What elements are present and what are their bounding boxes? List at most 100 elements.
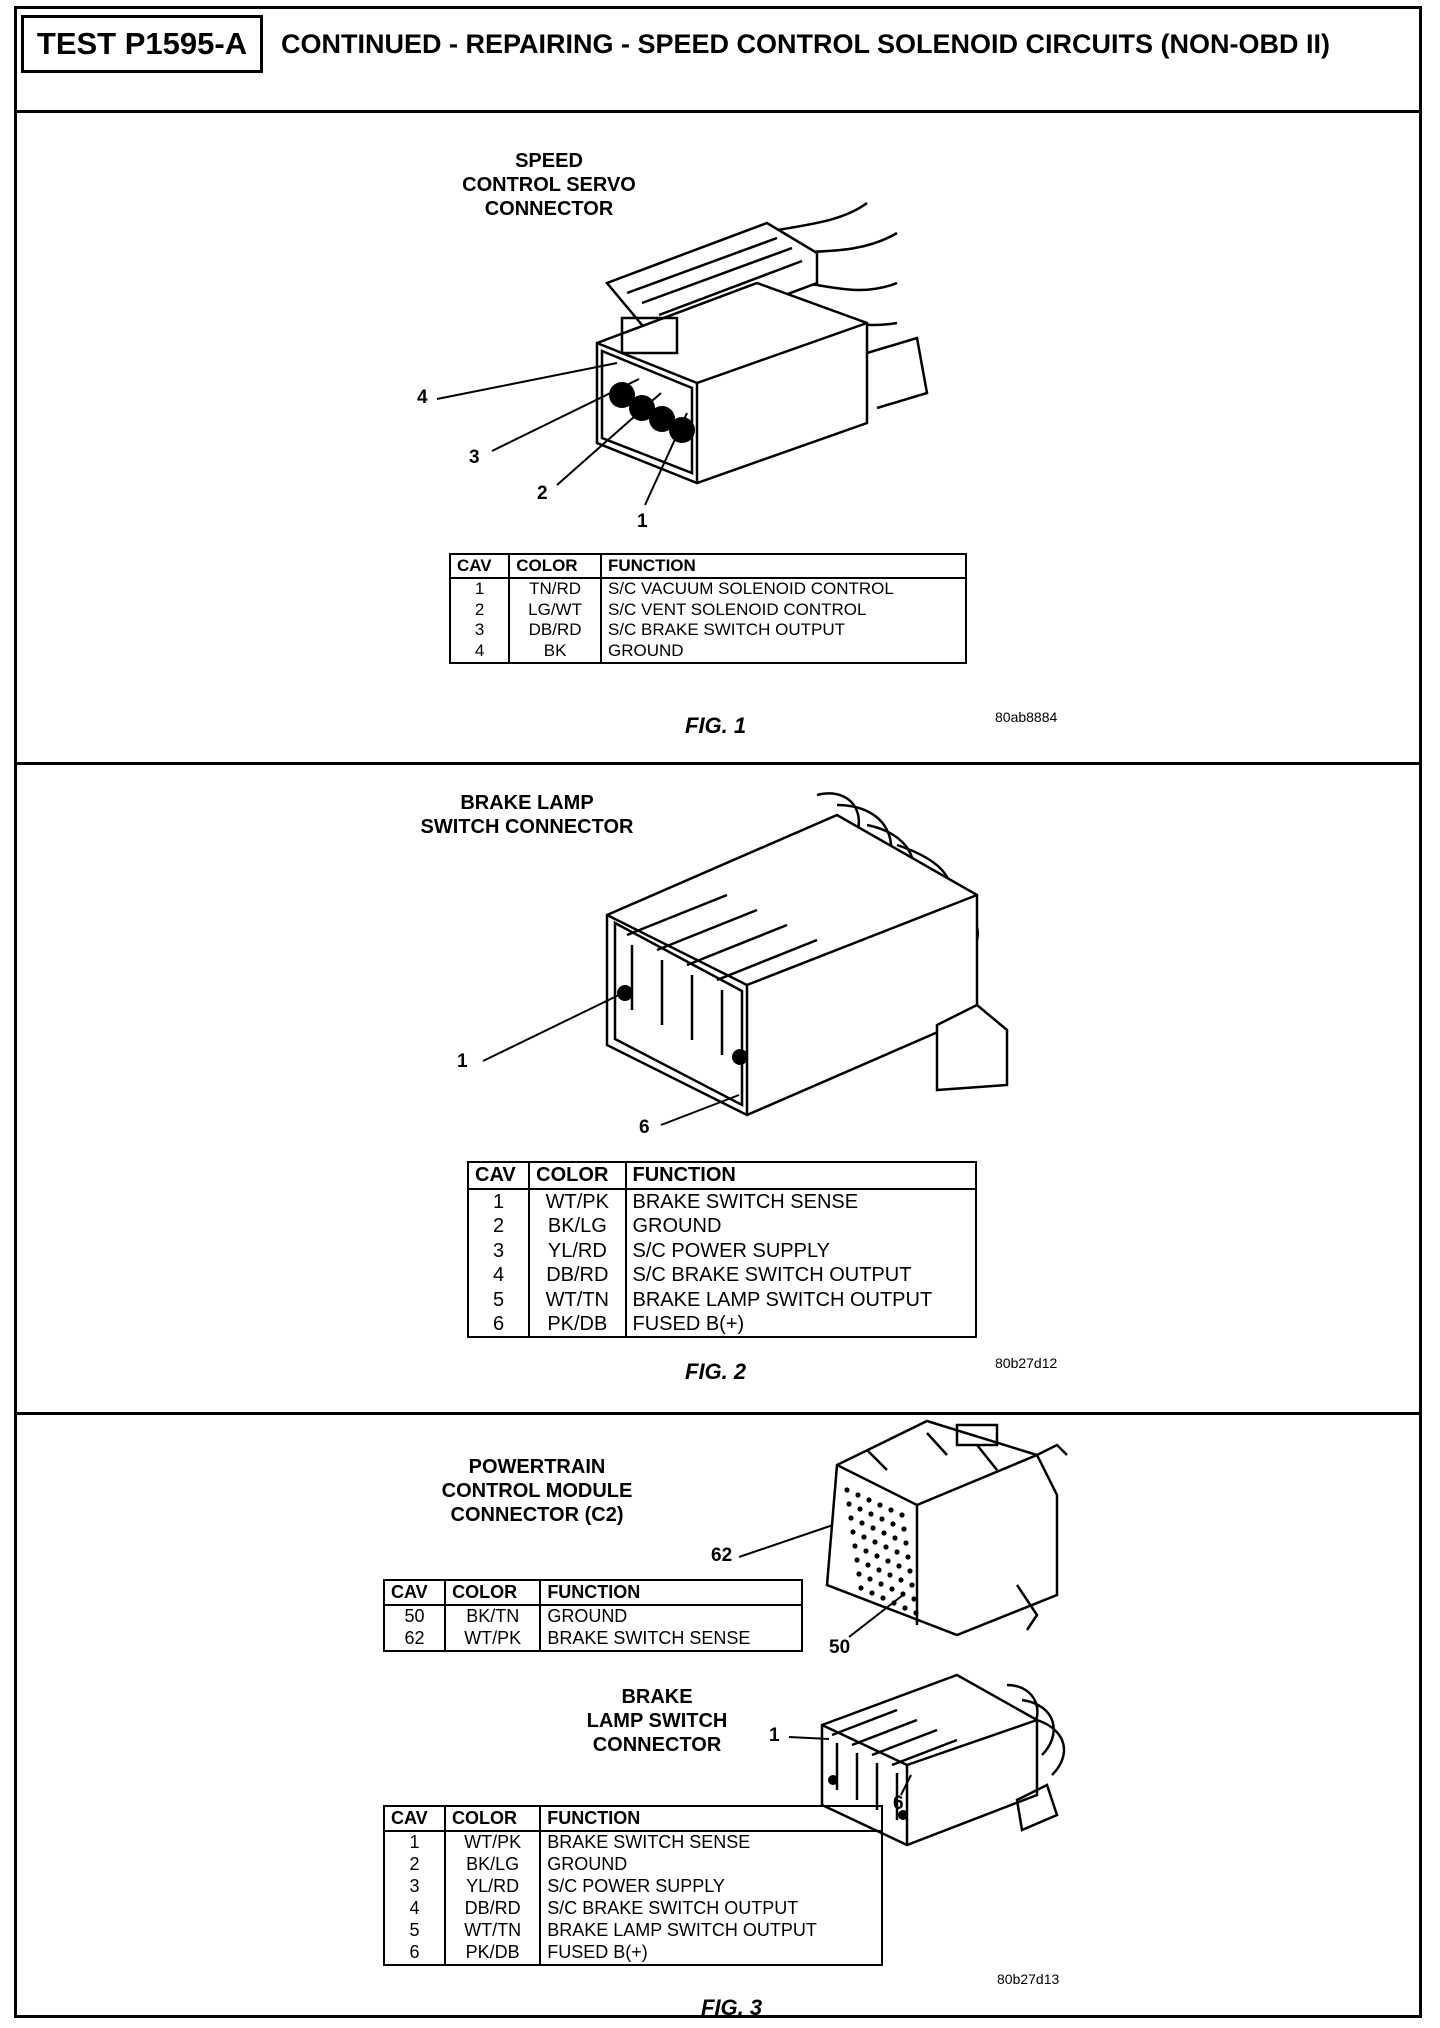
page-frame: TEST P1595-A CONTINUED - REPAIRING - SPE…: [14, 6, 1422, 2020]
label-line: CONNECTOR: [592, 1734, 722, 1756]
servo-callout-4: 4: [417, 387, 428, 408]
label-line: POWERTRAIN: [468, 1456, 606, 1478]
pcm-pin: [850, 1529, 856, 1535]
column-header: COLOR: [509, 554, 602, 579]
brake-lamp-connector-label-2: BRAKE LAMP SWITCH CONNECTOR: [537, 1685, 777, 1757]
figure-2-caption: FIG. 2: [685, 1359, 747, 1384]
pcm-connector-drawing: [825, 1419, 1068, 1637]
color-cell: BK/TN: [445, 1605, 542, 1628]
color-cell: BK/LG: [445, 1853, 542, 1876]
pcm-pin: [880, 1595, 886, 1601]
pcm-pin-grid: [844, 1487, 919, 1616]
figure-3-code: 80b27d13: [997, 1971, 1060, 1987]
cav-cell: 2: [384, 1853, 447, 1876]
column-header: CAV: [384, 1806, 447, 1832]
figure-3-panel: POWERTRAIN CONTROL MODULE CONNECTOR (C2): [17, 1415, 1419, 2020]
figure-3-caption: FIG. 3: [701, 1995, 763, 2020]
function-cell: BRAKE SWITCH SENSE: [547, 1627, 751, 1648]
pcm-pin: [911, 1596, 917, 1602]
figure-2-panel: BRAKE LAMP SWITCH CONNECTOR: [17, 765, 1419, 1415]
cav-cell: 5: [384, 1919, 447, 1942]
table-header-row: CAV COLOR FUNCTION: [384, 1580, 802, 1606]
column-header: CAV: [450, 554, 511, 579]
column-header: COLOR: [529, 1162, 627, 1190]
pcm-pin: [870, 1525, 876, 1531]
label-line: CONNECTOR (C2): [450, 1504, 624, 1526]
pcm-pin: [881, 1530, 887, 1536]
figure-1-code: 80ab8884: [995, 709, 1058, 725]
function-cell: GROUND: [632, 1215, 722, 1238]
pcm-pin: [903, 1540, 909, 1546]
function-cell: BRAKE LAMP SWITCH OUTPUT: [547, 1919, 817, 1940]
pcm-pin: [869, 1590, 875, 1596]
pcm-pin: [888, 1507, 894, 1513]
pcm-pin: [879, 1516, 885, 1522]
pcm-pin: [883, 1544, 889, 1550]
pcm-pin: [868, 1511, 874, 1517]
color-cell: DB/RD: [529, 1263, 627, 1288]
servo-leader-lines: [436, 362, 688, 506]
cav-cell: 3: [450, 620, 511, 642]
pcm-pin: [876, 1567, 882, 1573]
servo-callout-3: 3: [469, 447, 480, 468]
function-cell: S/C VACUUM SOLENOID CONTROL: [607, 579, 894, 598]
cav-cell: 1: [468, 1189, 531, 1215]
brake-lamp-small-callout-6: 6: [893, 1793, 904, 1814]
pcm-pin: [902, 1605, 908, 1611]
pcm-pin: [844, 1487, 850, 1493]
column-header: COLOR: [445, 1580, 542, 1606]
figure-1-panel: SPEED CONTROL SERVO CONNECTOR: [17, 113, 1419, 765]
color-cell: WT/PK: [445, 1831, 542, 1854]
pcm-pin: [867, 1576, 873, 1582]
column-header: FUNCTION: [600, 554, 966, 579]
function-cell: S/C BRAKE SWITCH OUTPUT: [547, 1897, 799, 1918]
pcm-pin: [852, 1543, 858, 1549]
cav-cell: 3: [468, 1238, 531, 1264]
cav-cell: 2: [450, 599, 511, 621]
color-cell: PK/DB: [445, 1941, 542, 1965]
color-cell: YL/RD: [529, 1238, 627, 1264]
pcm-leader-lines: [738, 1524, 904, 1638]
cav-cell: 1: [384, 1831, 447, 1854]
color-cell: TN/RD: [509, 578, 602, 600]
figure-2-code: 80b27d12: [995, 1355, 1058, 1371]
cav-cell: 1: [450, 578, 511, 600]
label-line: SPEED: [515, 150, 583, 172]
pcm-pin: [859, 1520, 865, 1526]
function-cell: S/C POWER SUPPLY: [632, 1239, 830, 1262]
brake-lamp-small-leader-lines: [788, 1736, 912, 1796]
pcm-pin: [858, 1585, 864, 1591]
function-cell: FUSED B(+): [632, 1312, 745, 1335]
pcm-callout-50: 50: [829, 1637, 851, 1658]
table-header-row: CAV COLOR FUNCTION: [384, 1806, 882, 1832]
pcm-connector-label: POWERTRAIN CONTROL MODULE CONNECTOR (C2): [417, 1455, 657, 1527]
pcm-pin: [866, 1497, 872, 1503]
brake-lamp-callout-6: 6: [639, 1117, 650, 1138]
test-id: TEST P1595-A: [21, 15, 263, 73]
table-header-row: CAV COLOR FUNCTION: [450, 554, 966, 579]
cav-cell: 2: [468, 1214, 531, 1239]
color-cell: DB/RD: [445, 1897, 542, 1920]
servo-connector-label: SPEED CONTROL SERVO CONNECTOR: [429, 149, 669, 221]
color-cell: WT/PK: [529, 1189, 627, 1215]
cav-cell: 6: [468, 1311, 531, 1338]
function-cell: BRAKE SWITCH SENSE: [632, 1191, 859, 1213]
function-cell: GROUND: [547, 1853, 628, 1874]
pcm-pin: [877, 1502, 883, 1508]
label-line: BRAKE LAMP: [460, 792, 594, 814]
pcm-pin: [898, 1577, 904, 1583]
servo-callout-1: 1: [637, 511, 648, 532]
table-header-row: CAV COLOR FUNCTION: [468, 1162, 976, 1190]
pcm-pin: [909, 1582, 915, 1588]
function-cell: GROUND: [607, 641, 684, 661]
label-line: LAMP SWITCH: [586, 1710, 728, 1732]
color-cell: WT/TN: [529, 1287, 627, 1312]
pcm-pin: [889, 1586, 895, 1592]
